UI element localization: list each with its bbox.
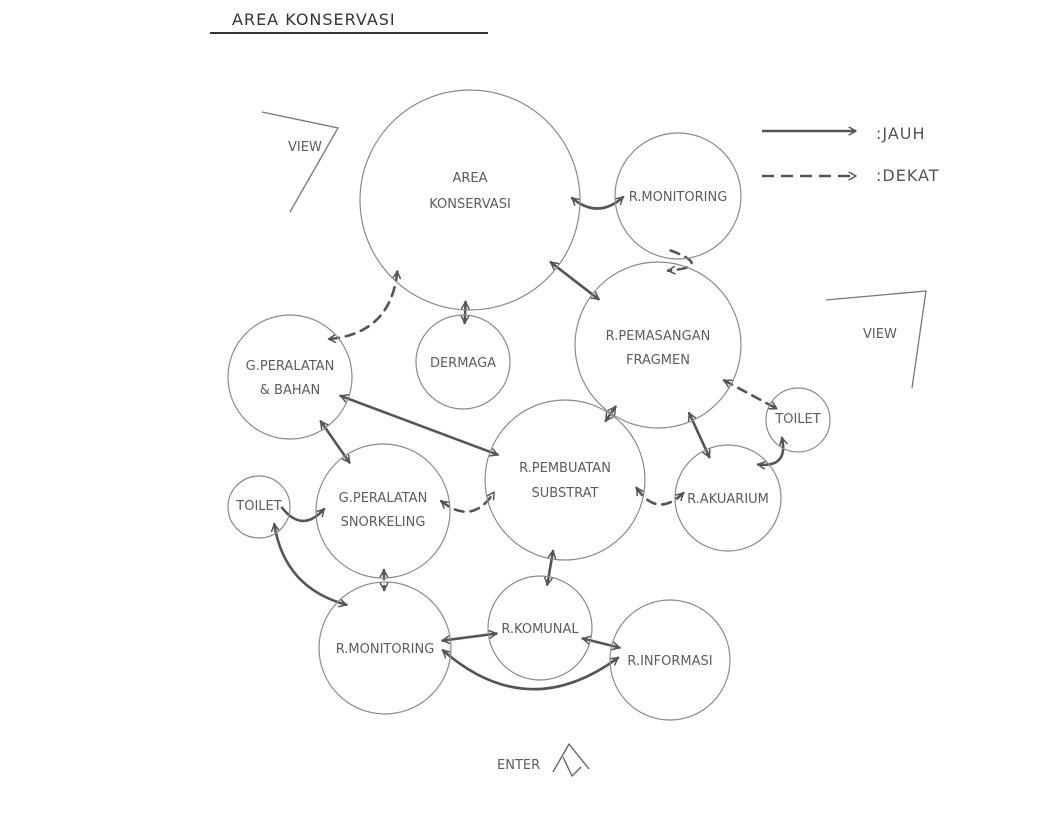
connector-pemasangan-fragmen-to-toilet-right — [722, 379, 779, 410]
legend — [762, 126, 857, 181]
connector-toilet-left-to-monitoring-bottom — [270, 522, 348, 608]
node-peralatan-snorkeling: G.PERALATAN SNORKELING — [315, 443, 451, 579]
node-monitoring-top: R.MONITORING — [614, 132, 742, 260]
node-toilet-left: TOILET — [227, 475, 291, 539]
node-label: & BAHAN — [260, 383, 320, 398]
connector-pembuatan-substrat-to-akuarium — [635, 486, 685, 506]
legend-solid-label: :JAUH — [876, 124, 926, 143]
connector-monitoring-top-to-pemasangan-fragmen — [666, 249, 693, 275]
view-label: VIEW — [288, 140, 322, 155]
node-monitoring-bottom: R.MONITORING — [318, 581, 452, 715]
node-akuarium: R.AKUARIUM — [674, 444, 782, 552]
enter-label: ENTER — [497, 758, 540, 773]
node-circle — [765, 387, 831, 453]
node-pembuatan-substrat: R.PEMBUATAN SUBSTRAT — [484, 399, 646, 561]
enter-arrow-icon — [552, 743, 590, 777]
node-label: TOILET — [774, 412, 820, 427]
node-circle — [359, 89, 581, 311]
connector-area-konservasi-to-dermaga — [460, 300, 470, 325]
node-area-konservasi: AREA KONSERVASI — [359, 89, 581, 311]
node-label: R.MONITORING — [629, 190, 728, 205]
node-label: R.AKUARIUM — [687, 492, 769, 507]
node-label: R.PEMBUATAN — [519, 461, 611, 476]
connector-toilet-right-to-akuarium — [756, 436, 788, 470]
node-informasi: R.INFORMASI — [609, 599, 731, 721]
connector-peralatan-bahan-to-pembuatan-substrat — [339, 394, 499, 457]
node-label: TOILET — [235, 499, 281, 514]
node-toilet-right: TOILET — [765, 387, 831, 453]
node-circle — [315, 443, 451, 579]
node-label: DERMAGA — [430, 356, 496, 371]
node-label: AREA — [452, 171, 487, 186]
connector-area-konservasi-to-monitoring-top — [570, 195, 625, 210]
node-label: G.PERALATAN — [246, 359, 335, 374]
node-label: R.MONITORING — [336, 642, 435, 657]
view-label: VIEW — [863, 327, 897, 342]
node-dermaga: DERMAGA — [415, 314, 511, 410]
node-label: R.KOMUNAL — [501, 622, 579, 637]
node-komunal: R.KOMUNAL — [487, 575, 593, 681]
connector-monitoring-bottom-to-komunal — [441, 629, 498, 645]
view-wedge — [261, 111, 340, 213]
connector-komunal-to-informasi — [581, 635, 621, 651]
node-circle — [609, 599, 731, 721]
enter-marker: ENTER — [497, 743, 590, 777]
connectors — [270, 195, 788, 691]
connector-area-konservasi-to-peralatan-bahan — [327, 270, 402, 344]
node-label: SNORKELING — [341, 515, 426, 530]
node-circle — [487, 575, 593, 681]
node-pemasangan-fragmen: R.PEMASANGAN FRAGMEN — [574, 261, 742, 429]
connector-peralatan-snorkeling-to-pembuatan-substrat — [439, 490, 496, 514]
node-circle — [484, 399, 646, 561]
connector-pembuatan-substrat-to-komunal — [544, 549, 557, 586]
page-title: AREA KONSERVASI — [232, 10, 396, 29]
node-label: R.PEMASANGAN — [606, 329, 711, 344]
node-circle — [614, 132, 742, 260]
legend-dashed-label: :DEKAT — [876, 166, 940, 185]
node-circle — [674, 444, 782, 552]
node-circle — [227, 314, 353, 440]
node-circle — [318, 581, 452, 715]
node-label: R.INFORMASI — [627, 654, 712, 669]
node-label: KONSERVASI — [429, 197, 511, 212]
node-label: FRAGMEN — [626, 353, 690, 368]
node-label: G.PERALATAN — [339, 491, 428, 506]
connector-monitoring-bottom-to-informasi — [441, 649, 620, 691]
connector-area-konservasi-to-pemasangan-fragmen — [549, 261, 600, 301]
nodes: AREA KONSERVASI R.MONITORING R.PEMASANGAN FR… — [227, 89, 831, 721]
node-circle — [415, 314, 511, 410]
connector-toilet-left-to-peralatan-snorkeling — [280, 506, 326, 523]
node-label: SUBSTRAT — [532, 486, 599, 501]
node-circle — [574, 261, 742, 429]
node-circle — [227, 475, 291, 539]
connector-pemasangan-fragmen-to-akuarium — [687, 411, 711, 459]
connector-peralatan-bahan-to-peralatan-snorkeling — [319, 420, 351, 464]
view-wedge — [825, 290, 927, 389]
title-underline — [210, 32, 488, 34]
node-peralatan-bahan: G.PERALATAN & BAHAN — [227, 314, 353, 440]
